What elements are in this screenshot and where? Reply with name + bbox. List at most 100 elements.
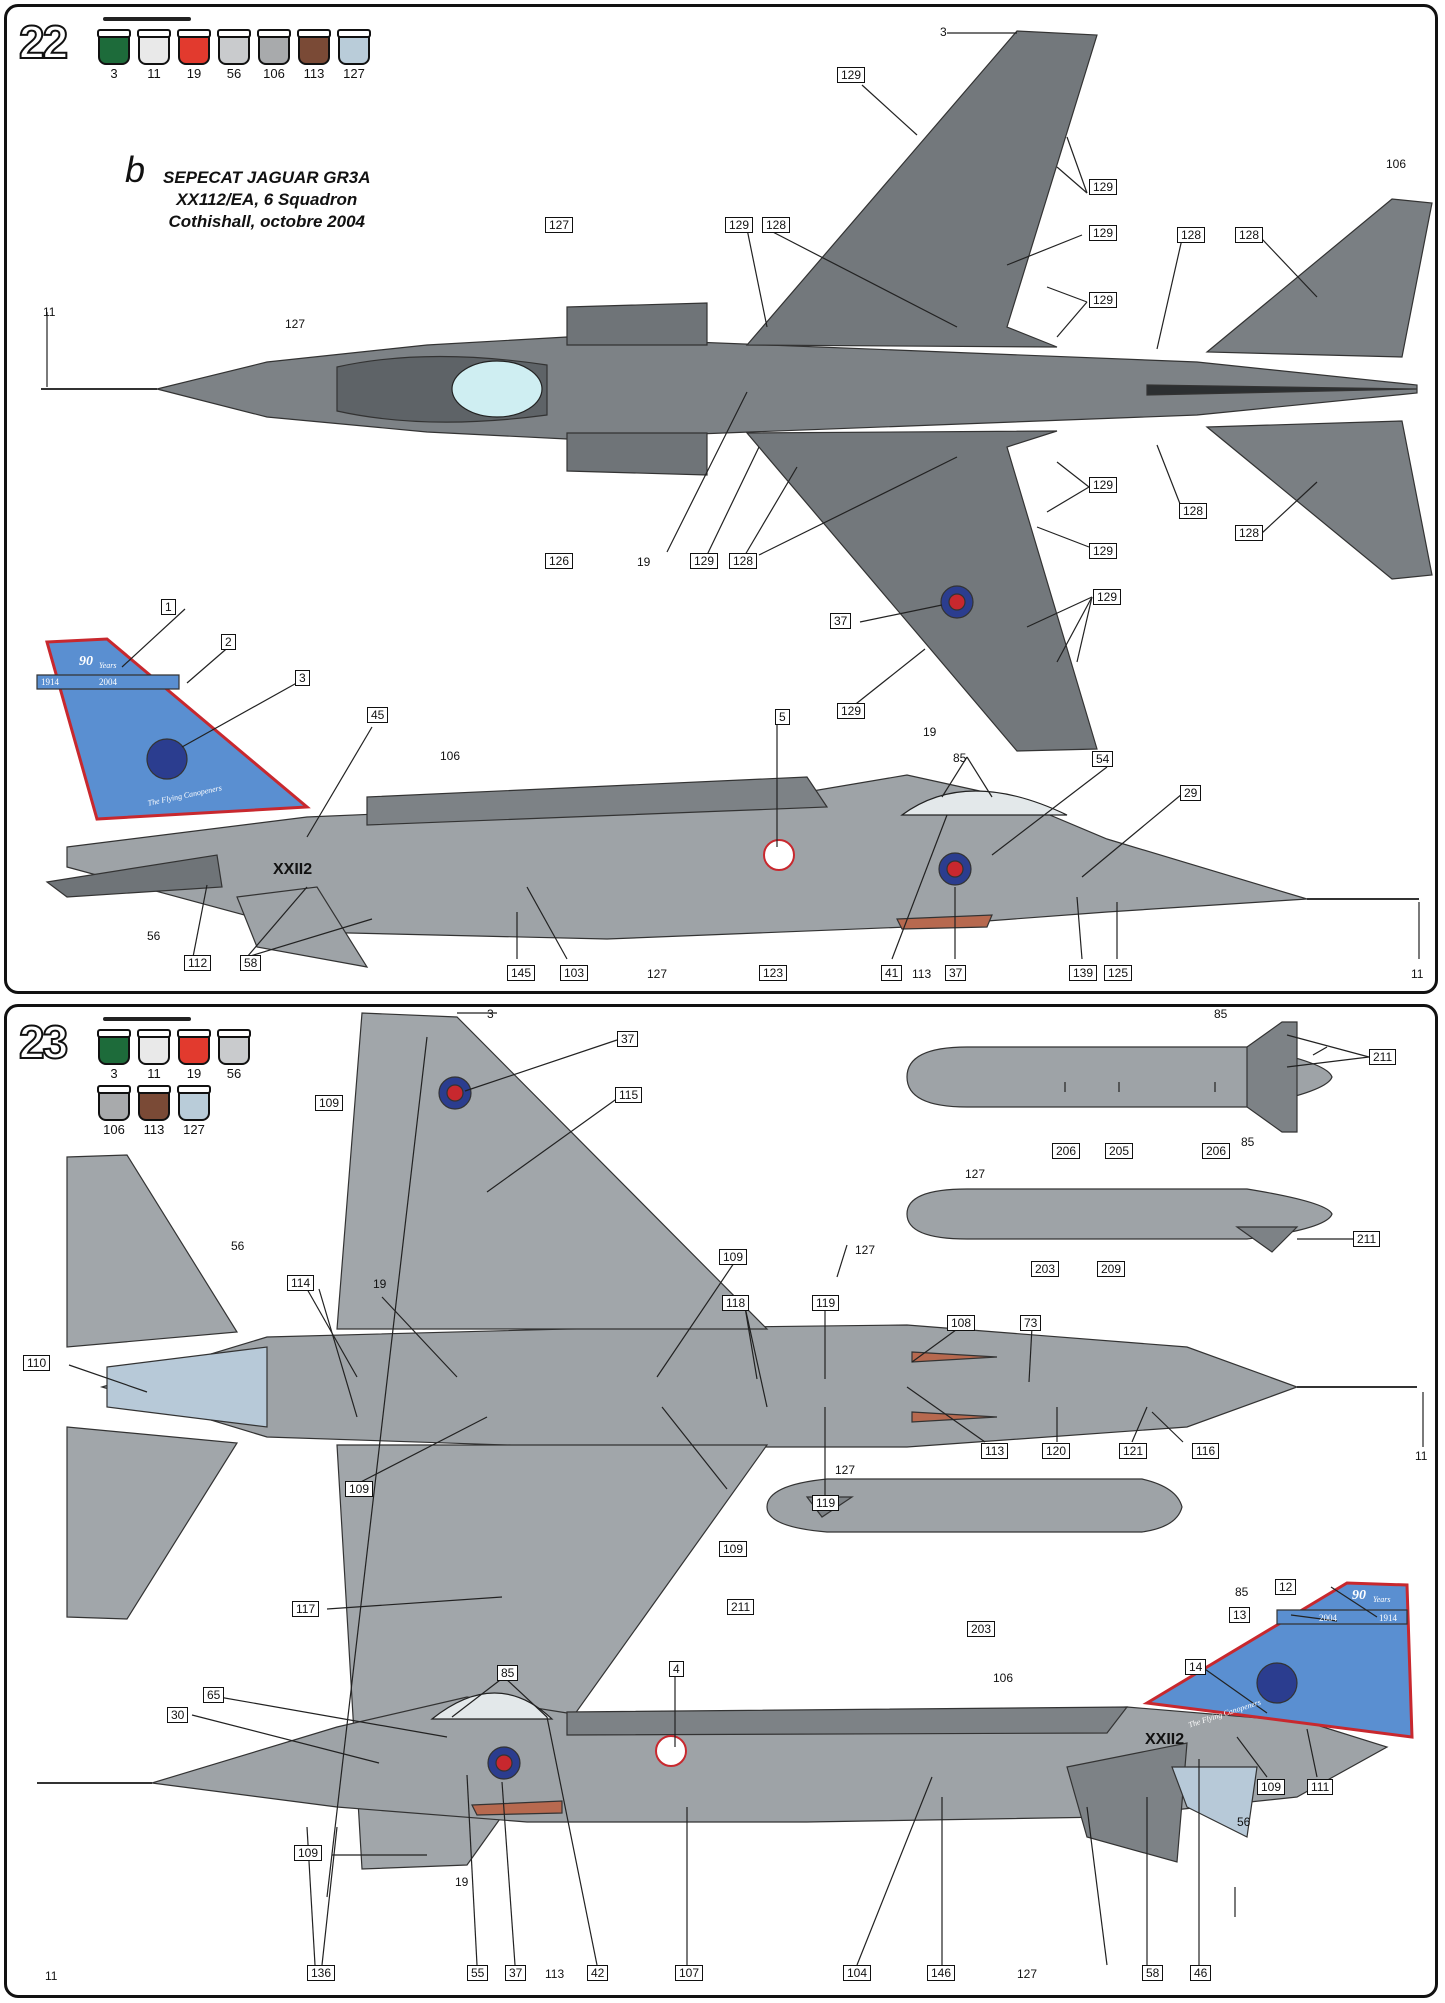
callout-2: 2 <box>221 634 236 650</box>
callout-56: 56 <box>231 1239 245 1253</box>
callout-119: 119 <box>812 1295 840 1311</box>
upper-spine <box>366 776 829 826</box>
tank-bottom <box>766 1478 1183 1533</box>
callout-120: 120 <box>1042 1443 1071 1459</box>
wing-upper <box>745 30 1098 348</box>
callout-128: 128 <box>1177 227 1206 243</box>
callout-106: 106 <box>993 1671 1014 1685</box>
upper-spine <box>566 1706 1129 1736</box>
tailplane-underside-lower <box>66 1426 239 1620</box>
paint-127: 127 <box>177 1085 211 1137</box>
callout-111: 111 <box>1307 1779 1334 1795</box>
callout-110: 110 <box>23 1355 51 1371</box>
callout-65: 65 <box>203 1687 225 1703</box>
step-22-panel: 22 3 11 19 56 106 113 127 b SEPECAT JAGU… <box>4 4 1438 994</box>
callout-203: 203 <box>1031 1261 1060 1277</box>
tailplane-side <box>1066 1742 1188 1863</box>
callout-19: 19 <box>637 555 651 569</box>
paint-56: 56 <box>217 1029 251 1081</box>
paint-pot-icon <box>337 29 371 65</box>
callout-73: 73 <box>1020 1315 1042 1331</box>
paint-pot-icon <box>137 1085 171 1121</box>
callout-128: 128 <box>729 553 758 569</box>
tailplane-upper <box>1205 198 1433 358</box>
callout-127: 127 <box>545 217 574 233</box>
gun-fairing-lower <box>911 1411 998 1423</box>
step-23-panel: 23 3 11 19 56 106 113 127 <box>4 1004 1438 1998</box>
callout-127: 127 <box>965 1167 986 1181</box>
paint-pot-icon <box>217 29 251 65</box>
callout-128: 128 <box>762 217 791 233</box>
side-view-aircraft <box>37 1581 1414 1863</box>
brush-icon <box>103 1017 191 1021</box>
callout-211: 211 <box>1353 1231 1381 1247</box>
top-view-and-side-view-drawing <box>36 30 1433 968</box>
callout-112: 112 <box>184 955 212 971</box>
callout-13: 13 <box>1229 1607 1251 1623</box>
paint-pot-icon <box>177 29 211 65</box>
wing-underside-left <box>336 1012 769 1330</box>
callout-206: 206 <box>1202 1143 1231 1159</box>
callout-85: 85 <box>953 751 967 765</box>
cockpit-canopy <box>430 1692 554 1720</box>
callout-129: 129 <box>1089 543 1118 559</box>
callout-119: 119 <box>812 1495 840 1511</box>
callout-128: 128 <box>1235 227 1264 243</box>
callout-129: 129 <box>1089 225 1118 241</box>
tailplane-side <box>45 854 223 898</box>
paint-56: 56 <box>217 29 251 81</box>
callout-30: 30 <box>167 1707 189 1723</box>
wing-lower <box>745 430 1098 752</box>
paint-11: 11 <box>137 29 171 81</box>
callout-54: 54 <box>1092 751 1114 767</box>
paint-127: 127 <box>337 29 371 81</box>
tank-top <box>906 1046 1333 1108</box>
callout-37: 37 <box>617 1031 639 1047</box>
title-line-3: Cothishall, octobre 2004 <box>168 212 366 231</box>
serial-marking: XXII2 <box>1145 1731 1185 1748</box>
paint-pot-icon <box>97 1085 131 1121</box>
callout-42: 42 <box>587 1965 609 1981</box>
step-number: 22 <box>18 15 69 69</box>
callout-37: 37 <box>945 965 967 981</box>
callout-127: 127 <box>1017 1967 1038 1981</box>
intake-right <box>566 432 708 476</box>
callout-3-box: 3 <box>295 670 310 686</box>
fuselage-underside <box>99 1324 1299 1448</box>
callout-129: 129 <box>837 67 866 83</box>
callout-19: 19 <box>455 1875 469 1889</box>
callout-129: 129 <box>690 553 719 569</box>
paint-113: 113 <box>137 1085 171 1137</box>
callout-37: 37 <box>505 1965 527 1981</box>
paint-3: 3 <box>97 1029 131 1081</box>
callout-56: 56 <box>1237 1815 1251 1829</box>
roundel-center <box>948 593 966 611</box>
leader-lines <box>68 1012 1424 1966</box>
fin-tip-band <box>36 674 180 690</box>
callout-11: 11 <box>45 1969 58 1983</box>
brush-icon <box>103 17 191 21</box>
callout-139: 139 <box>1069 965 1098 981</box>
callout-113: 113 <box>545 1967 565 1981</box>
callout-106: 106 <box>440 749 461 763</box>
callout-19: 19 <box>923 725 937 739</box>
callout-211: 211 <box>1369 1049 1397 1065</box>
paint-pot-icon <box>297 29 331 65</box>
paint-106: 106 <box>257 29 291 81</box>
paint-list: 3 11 19 56 106 113 127 <box>97 29 371 81</box>
leader-lines <box>46 32 1420 960</box>
fin-tip-band <box>1276 1609 1408 1625</box>
engine-bay-panel <box>106 1346 268 1428</box>
callout-127: 127 <box>285 317 306 331</box>
callout-19: 19 <box>373 1277 387 1291</box>
tailplane-underside-upper <box>66 1154 239 1348</box>
callout-11: 11 <box>1411 967 1424 981</box>
callout-129: 129 <box>1089 179 1118 195</box>
callout-129: 129 <box>1089 477 1118 493</box>
paint-19: 19 <box>177 1029 211 1081</box>
callout-56: 56 <box>147 929 161 943</box>
callout-129: 129 <box>837 703 866 719</box>
paint-pot-icon <box>97 29 131 65</box>
callout-115: 115 <box>615 1087 643 1103</box>
variant-letter: b <box>125 149 146 190</box>
